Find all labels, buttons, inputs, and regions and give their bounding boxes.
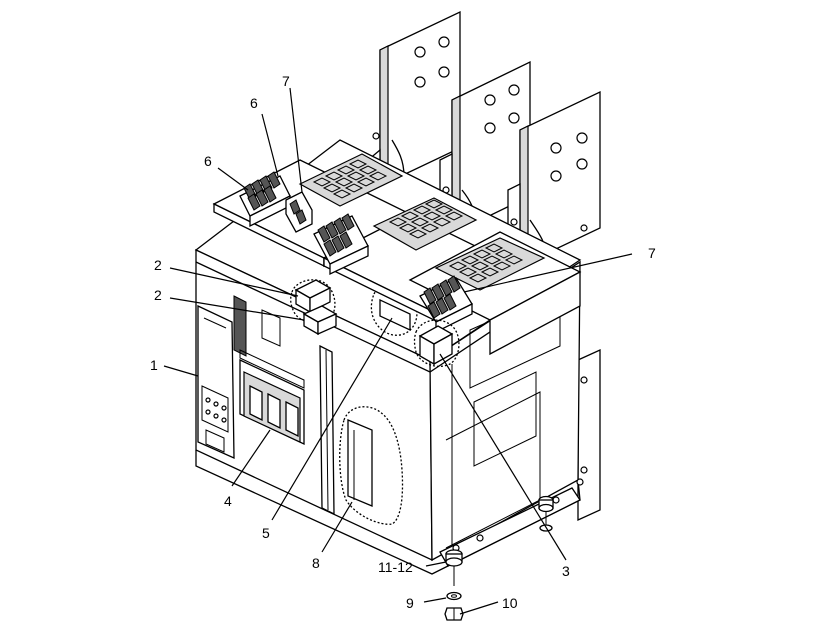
racking-opening: [339, 406, 404, 525]
trip-unit-panel: [197, 304, 235, 460]
callout-6-lower: 6: [204, 153, 212, 169]
accessory-modules: [290, 279, 460, 367]
washer-9: [446, 591, 462, 601]
keypad-grid-middle: [388, 199, 464, 239]
terminal-strip-middle: [313, 213, 369, 276]
callout-7-top: 7: [282, 73, 290, 89]
callout-2-upper: 2: [154, 257, 162, 273]
module-2-lower: [302, 305, 338, 336]
fastener-hardware: [444, 495, 554, 621]
auxiliary-terminal-strips: [239, 171, 473, 334]
keypad-grid-left: [312, 159, 388, 199]
callout-7-right: 7: [648, 245, 656, 261]
callout-1: 1: [150, 357, 158, 373]
nut-10: [444, 607, 464, 621]
lower-terminal-right: [577, 348, 601, 522]
front-panel: [197, 284, 418, 525]
callout-6-upper: 6: [250, 95, 258, 111]
callout-3: 3: [562, 563, 570, 579]
callout-9: 9: [406, 595, 414, 611]
callout-5: 5: [262, 525, 270, 541]
callout-11-12: 11-12: [378, 559, 413, 575]
operating-mechanism-panel: [233, 295, 305, 446]
callout-2-lower: 2: [154, 287, 162, 303]
terminal-strip-7-right: [419, 275, 473, 334]
terminal-strip-6: [239, 171, 291, 228]
callout-leader-lines: [163, 87, 633, 615]
keypad-grid-right: [448, 243, 524, 283]
module-3: [413, 319, 460, 367]
callout-labels: 6 6 7 7 2 2 1 4 5 8 3 11-12 9 10: [150, 73, 656, 611]
module-2-upper: [290, 279, 336, 324]
callout-4: 4: [224, 493, 232, 509]
callout-10: 10: [502, 595, 518, 611]
callout-8: 8: [312, 555, 320, 571]
bolt-11-12: [445, 549, 463, 586]
